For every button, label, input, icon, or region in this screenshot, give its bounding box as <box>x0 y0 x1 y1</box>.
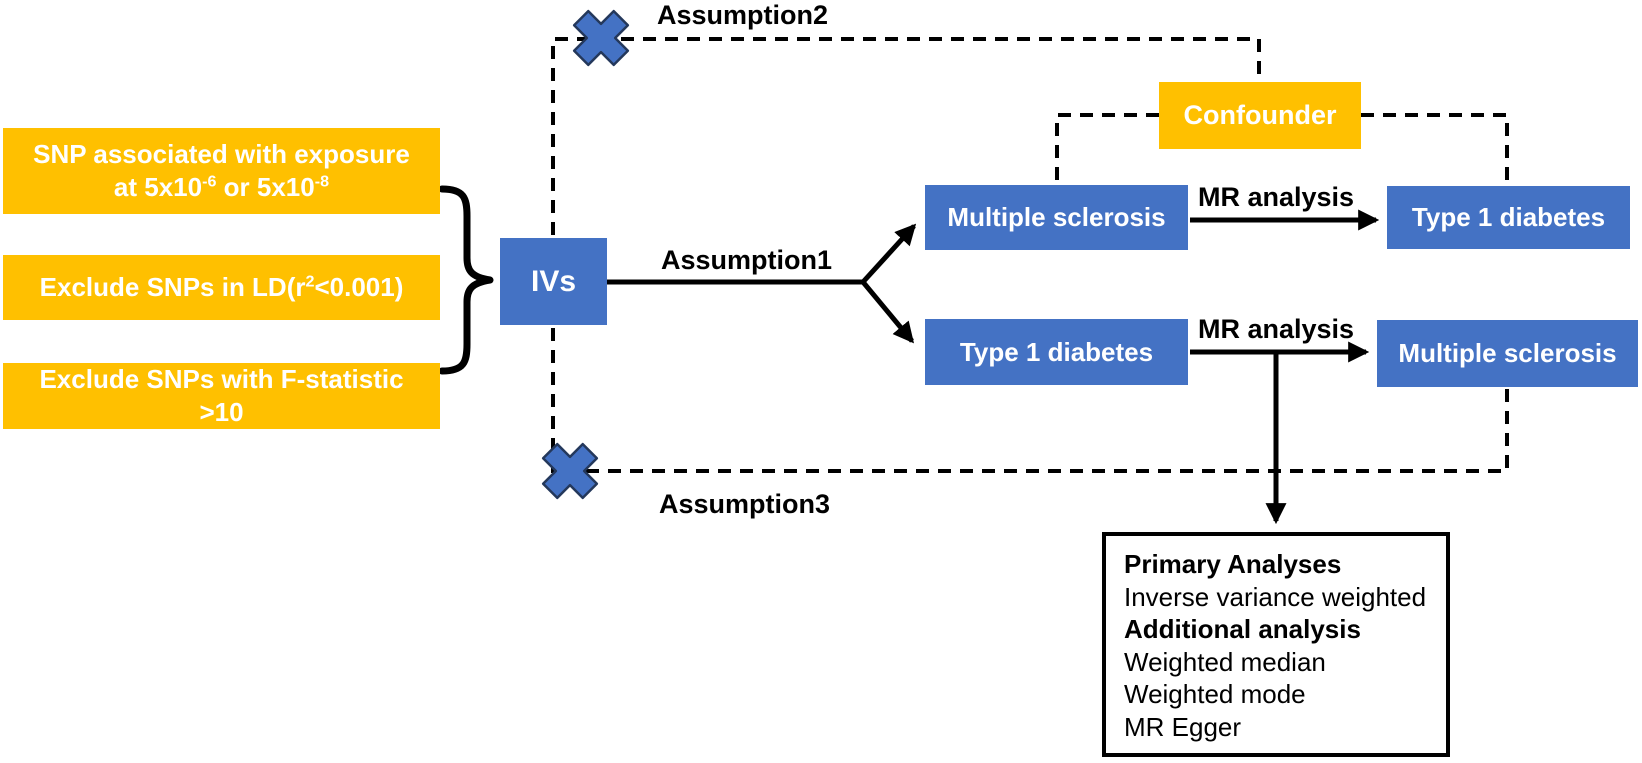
exposure-label-row2: Type 1 diabetes <box>959 336 1154 367</box>
analysis-line: Inverse variance weighted <box>1124 581 1427 612</box>
analysis-line: Additional analysis <box>1124 614 1361 644</box>
fork-arrow-up <box>861 223 917 284</box>
brace <box>438 185 494 375</box>
confounder-outcome-dashed-line <box>1361 113 1509 184</box>
confounder-label: Confounder <box>1183 100 1337 130</box>
assumption1-label: Assumption1 <box>661 245 833 275</box>
outcome-box-row1: Type 1 diabetes <box>1387 186 1630 249</box>
text-line: >10 <box>199 397 244 427</box>
cross-icon <box>572 9 630 67</box>
outcome-label-row1: Type 1 diabetes <box>1411 202 1606 232</box>
assumption2-label: Assumption2 <box>657 0 829 30</box>
confounder-box: Confounder <box>1159 82 1361 149</box>
confounder-exposure-dashed-line <box>1055 113 1159 183</box>
text-line: Exclude SNPs in LD(r2<0.001) <box>39 271 404 302</box>
assumption3-dashed-line <box>551 328 1509 473</box>
fstat-criteria-box: Exclude SNPs with F-statistic>10 <box>3 363 440 429</box>
fork-arrow-down <box>861 280 915 344</box>
exposure-box-row2: Type 1 diabetes <box>925 319 1188 385</box>
ivs-box: IVs <box>500 238 607 325</box>
outcome-box-row2: Multiple sclerosis <box>1377 320 1638 387</box>
analysis-line: Weighted mode <box>1124 679 1306 709</box>
analysis-line: Primary Analyses <box>1124 549 1342 579</box>
text-line: at 5x10-6 or 5x10-8 <box>113 172 330 202</box>
mr-analysis-label-row1: MR analysis <box>1198 182 1355 212</box>
outcome-label-row2: Multiple sclerosis <box>1398 338 1617 368</box>
text-line: Exclude SNPs with F-statistic <box>39 363 404 394</box>
cross-icon <box>541 442 599 500</box>
text-line: SNP associated with exposure <box>33 138 410 169</box>
mr-analysis-label-row2: MR analysis <box>1198 314 1355 344</box>
assumption3-label: Assumption3 <box>659 489 831 519</box>
ivs-label: IVs <box>530 264 577 298</box>
exposure-box-row1: Multiple sclerosis <box>925 185 1188 250</box>
analysis-line: MR Egger <box>1124 711 1242 742</box>
exposure-label-row1: Multiple sclerosis <box>947 202 1166 232</box>
assumption2-dashed-line <box>551 37 1261 235</box>
ld-criteria-box: Exclude SNPs in LD(r2<0.001) <box>3 255 440 320</box>
analysis-line: Weighted median <box>1124 646 1326 677</box>
